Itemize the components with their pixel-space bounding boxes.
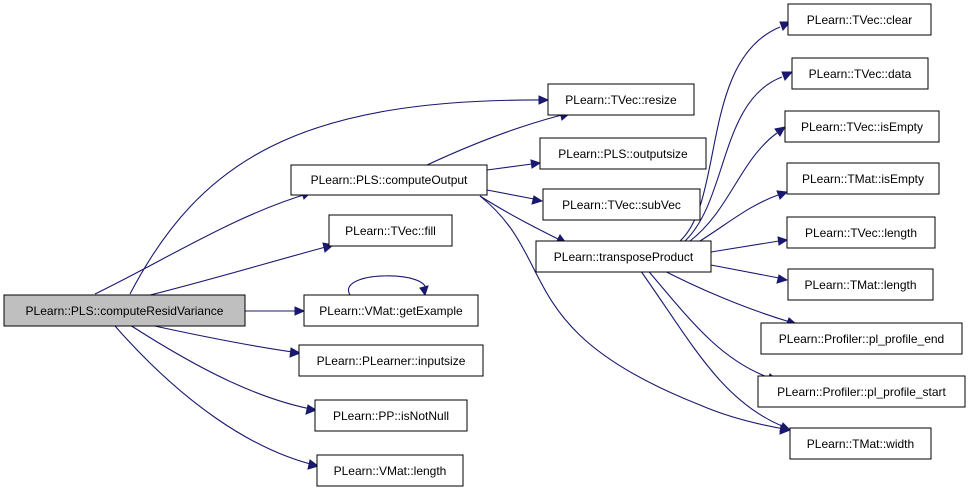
node-computeOutput[interactable]: PLearn::PLS::computeOutput	[290, 164, 488, 196]
node-transposeProduct[interactable]: PLearn::transposeProduct	[535, 240, 712, 273]
edge-computeResidVariance-computeOutput	[94, 189, 311, 295]
node-label: PLearn::TVec::subVec	[562, 198, 681, 212]
edge-computeOutput-tmat-width	[479, 195, 792, 435]
node-tmat-isEmpty[interactable]: PLearn::TMat::isEmpty	[786, 162, 940, 195]
node-label: PLearn::TVec::fill	[345, 224, 436, 238]
edge-transposeProduct-tvec-length	[710, 236, 789, 253]
node-label: PLearn::TVec::resize	[565, 93, 677, 107]
node-isNotNull[interactable]: PLearn::PP::isNotNull	[314, 399, 468, 432]
edge-computeResidVariance-inputsize	[149, 324, 302, 358]
node-vmat-length[interactable]: PLearn::VMat::length	[316, 454, 464, 487]
edge-transposeProduct-pl-profile-end	[654, 265, 798, 327]
node-outputsize[interactable]: PLearn::PLS::outputsize	[539, 137, 707, 170]
node-label: PLearn::TMat::length	[804, 278, 916, 292]
edge-computeResidVariance-resize	[129, 95, 550, 295]
node-pl-profile-end[interactable]: PLearn::Profiler::pl_profile_end	[760, 322, 963, 355]
node-subVec[interactable]: PLearn::TVec::subVec	[542, 188, 701, 221]
node-label: PLearn::PLS::computeResidVariance	[26, 304, 224, 318]
edge-computeOutput-subVec	[486, 189, 544, 205]
edge-transposeProduct-pl-profile-start	[644, 266, 779, 383]
node-label: PLearn::TVec::length	[805, 226, 917, 240]
node-label: PLearn::PLS::outputsize	[558, 147, 688, 161]
edge-computeResidVariance-vmat-length	[114, 325, 320, 470]
edge-computeOutput-outputsize	[486, 159, 542, 171]
node-tvec-data[interactable]: PLearn::TVec::data	[791, 57, 929, 90]
node-tmat-width[interactable]: PLearn::TMat::width	[789, 427, 932, 460]
node-label: PLearn::PLS::computeOutput	[311, 173, 468, 187]
node-label: PLearn::Profiler::pl_profile_end	[779, 332, 944, 346]
node-computeResidVariance[interactable]: PLearn::PLS::computeResidVariance	[3, 294, 246, 327]
node-label: PLearn::TMat::width	[807, 437, 914, 451]
node-resize[interactable]: PLearn::TVec::resize	[547, 83, 695, 116]
node-inputsize[interactable]: PLearn::PLearner::inputsize	[298, 344, 484, 377]
node-label: PLearn::Profiler::pl_profile_start	[777, 385, 946, 399]
node-tvec-isEmpty[interactable]: PLearn::TVec::isEmpty	[784, 110, 940, 143]
edge-transposeProduct-tvec-data	[684, 71, 794, 242]
edge-computeResidVariance-isNotNull	[129, 324, 318, 415]
node-label: PLearn::TVec::data	[809, 67, 912, 81]
node-tvec-length[interactable]: PLearn::TVec::length	[786, 216, 936, 249]
node-getExample[interactable]: PLearn::VMat::getExample	[303, 294, 479, 327]
edge-transposeProduct-tvec-isEmpty	[689, 126, 786, 242]
node-tvec-clear[interactable]: PLearn::TVec::clear	[787, 3, 932, 36]
node-tmat-length[interactable]: PLearn::TMat::length	[787, 268, 934, 301]
edge-transposeProduct-tmat-isEmpty	[699, 190, 789, 242]
edge-transposeProduct-tmat-length	[710, 264, 789, 284]
node-label: PLearn::PLearner::inputsize	[317, 354, 466, 368]
edges-layer	[94, 21, 798, 470]
node-label: PLearn::PP::isNotNull	[333, 409, 449, 423]
node-label: PLearn::TVec::isEmpty	[801, 120, 923, 134]
node-label: PLearn::transposeProduct	[554, 250, 694, 264]
node-label: PLearn::VMat::length	[334, 464, 447, 478]
node-pl-profile-start[interactable]: PLearn::Profiler::pl_profile_start	[757, 375, 966, 408]
nodes-layer: PLearn::PLS::computeResidVariance PLearn…	[3, 3, 966, 487]
node-label: PLearn::TVec::clear	[807, 13, 912, 27]
edge-transposeProduct-tmat-width	[637, 266, 792, 432]
edge-getExample-self	[347, 275, 429, 297]
edge-computeResidVariance-getExample	[245, 306, 306, 316]
node-label: PLearn::VMat::getExample	[319, 304, 463, 318]
node-tvec-fill[interactable]: PLearn::TVec::fill	[328, 214, 453, 247]
node-label: PLearn::TMat::isEmpty	[802, 172, 924, 186]
